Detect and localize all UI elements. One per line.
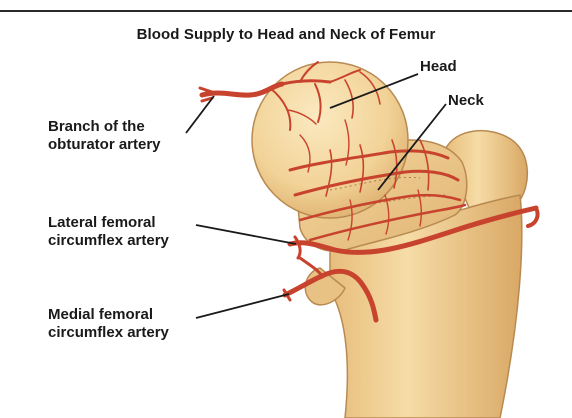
label-neck: Neck xyxy=(448,92,484,110)
label-lateral-circumflex: Lateral femoral circumflex artery xyxy=(48,214,169,250)
label-obturator-artery: Branch of the obturator artery xyxy=(48,118,161,154)
label-medial-circumflex: Medial femoral circumflex artery xyxy=(48,306,169,342)
label-head: Head xyxy=(420,58,457,76)
